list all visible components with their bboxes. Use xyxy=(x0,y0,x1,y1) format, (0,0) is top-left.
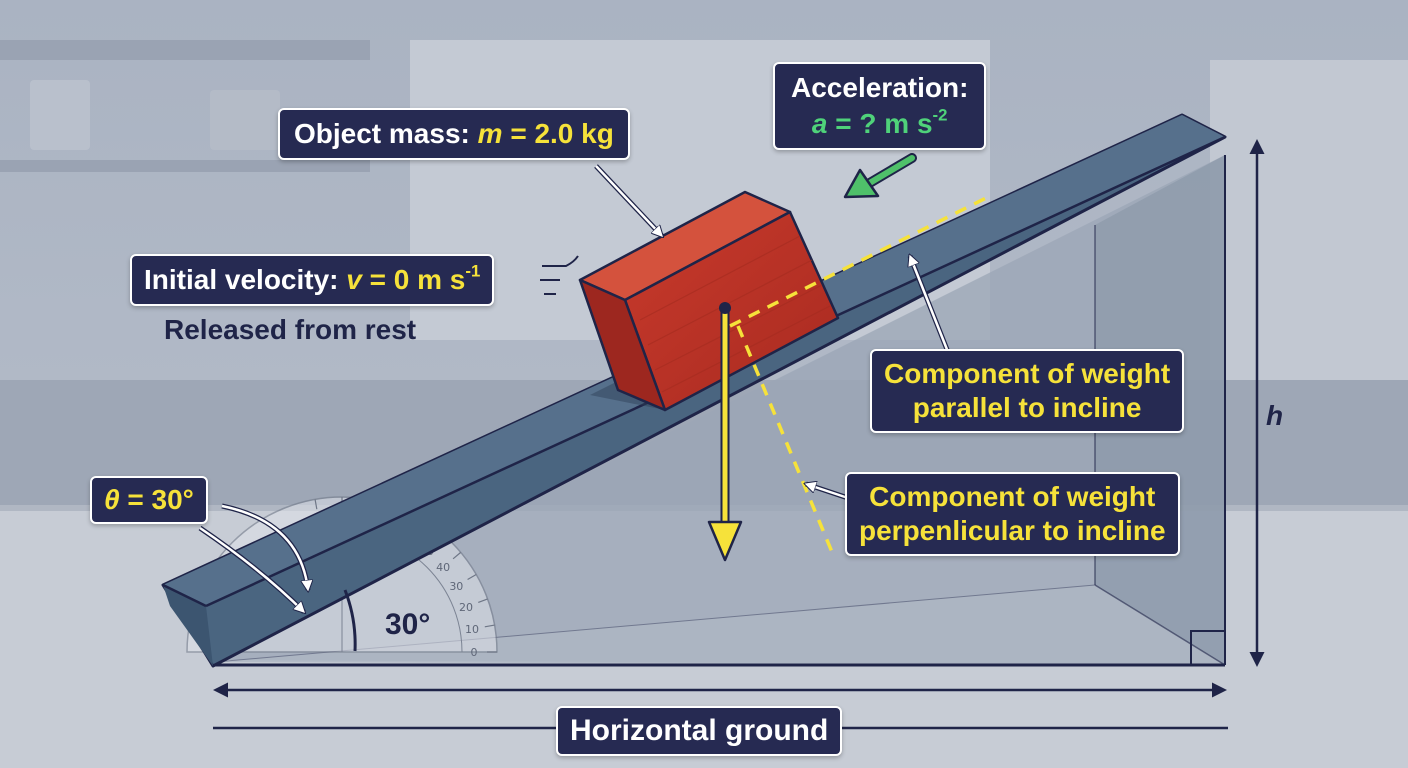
protractor-tick xyxy=(314,499,318,510)
velocity-label-prefix: Initial velocity: xyxy=(144,264,347,295)
pointer-arrows xyxy=(198,164,951,612)
force-vectors xyxy=(707,194,991,562)
velocity-exponent: -1 xyxy=(465,261,481,281)
motion-lines-icon xyxy=(540,255,579,295)
mass-value: = 2.0 kg xyxy=(502,118,614,149)
ground-label: Horizontal ground xyxy=(556,706,843,756)
acceleration-title: Acceleration: xyxy=(791,72,969,103)
theta-symbol: θ xyxy=(104,484,120,515)
protractor-tick xyxy=(452,551,462,560)
velocity-label: Initial velocity: v = 0 m s-1 xyxy=(130,254,495,306)
red-block xyxy=(578,190,840,412)
released-text: Released from rest xyxy=(164,314,417,345)
parallel-line-2: parallel to incline xyxy=(912,392,1142,423)
protractor-tick xyxy=(484,624,495,628)
height-label: h xyxy=(1266,400,1284,431)
theta-label: θ = 30° xyxy=(90,476,208,524)
protractor-tick-label: 10 xyxy=(465,623,479,636)
perpendicular-line-1: Component of weight xyxy=(869,481,1156,512)
protractor-tick xyxy=(478,598,488,603)
protractor-tick-label: 40 xyxy=(436,561,450,574)
perpendicular-component-label: Component of weight perpenlicular to inc… xyxy=(845,472,1180,556)
protractor-tick-label: 30 xyxy=(449,580,463,593)
perpendicular-line-2: perpenlicular to incline xyxy=(859,515,1166,546)
acceleration-exponent: -2 xyxy=(932,105,948,125)
protractor-tick-label: 0 xyxy=(471,646,478,659)
angle-mark-text: 30° xyxy=(385,608,431,641)
velocity-symbol: v xyxy=(346,264,362,295)
mass-label-prefix: Object mass: xyxy=(294,118,478,149)
protractor-tick xyxy=(467,573,477,581)
parallel-component-label: Component of weight parallel to incline xyxy=(870,349,1185,433)
acceleration-label: Acceleration: a = ? m s-2 xyxy=(773,62,987,150)
parallel-component-dash xyxy=(729,194,991,328)
right-angle-mark xyxy=(1190,630,1225,665)
acceleration-value: = ? m s xyxy=(827,108,933,139)
incline-angle-arc xyxy=(343,589,357,652)
ground-label-text: Horizontal ground xyxy=(570,714,829,747)
acceleration-arrow xyxy=(843,153,917,199)
protractor-tick-label: 20 xyxy=(459,601,473,614)
theta-value: = 30° xyxy=(119,484,194,515)
velocity-value: = 0 m s xyxy=(361,264,466,295)
acceleration-symbol: a xyxy=(811,108,828,139)
mass-label: Object mass: m = 2.0 kg xyxy=(278,108,630,160)
mass-symbol: m xyxy=(477,118,503,149)
parallel-line-1: Component of weight xyxy=(884,358,1171,389)
